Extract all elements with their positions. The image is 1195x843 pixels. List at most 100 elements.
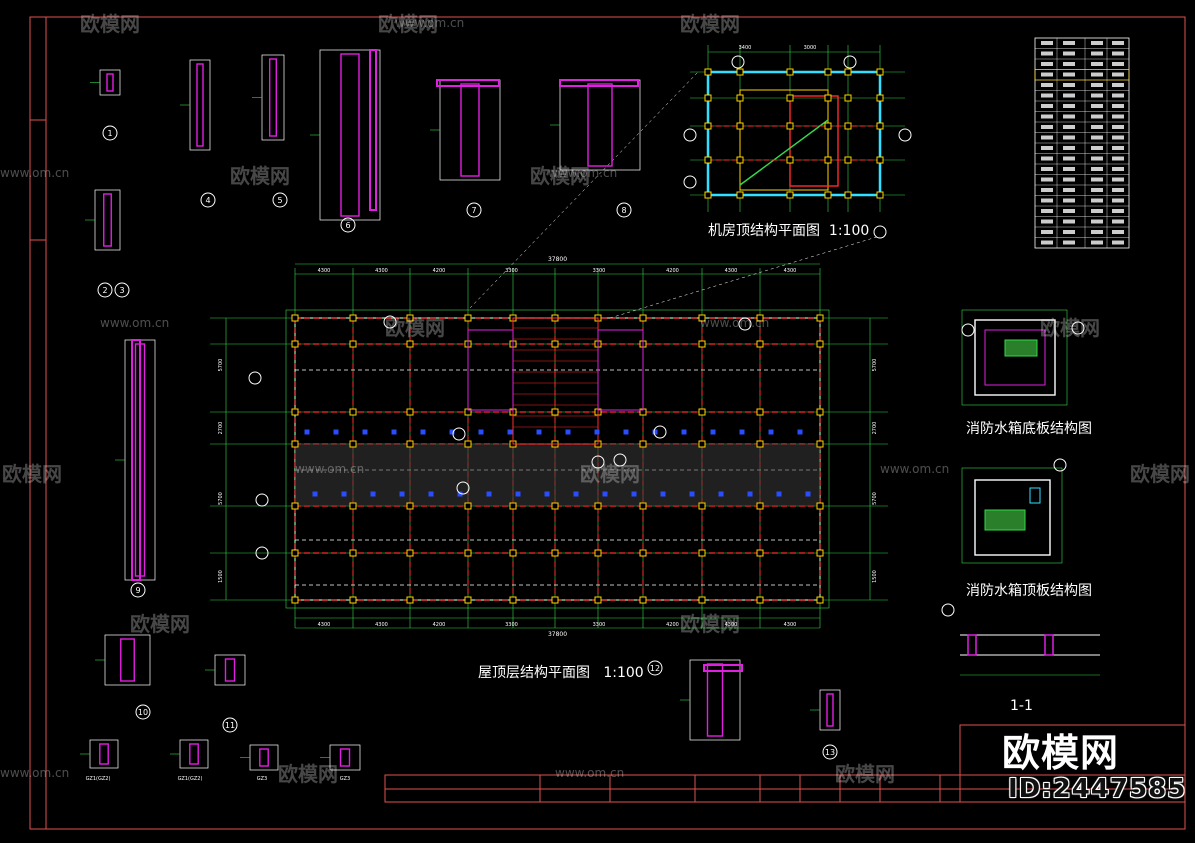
table-cell-mark [1063, 83, 1075, 87]
table-cell-mark [1041, 146, 1053, 150]
blue-marker [681, 429, 687, 435]
axis-bubble [683, 128, 697, 142]
detail-bubble [822, 744, 838, 760]
watermark-logo: 欧模网 [385, 316, 445, 340]
table-cell-mark [1063, 125, 1075, 129]
watermark-url: www.om.cn [0, 766, 70, 780]
watermark-logo: 欧模网 [680, 12, 740, 36]
table-cell-mark [1091, 83, 1103, 87]
column [464, 314, 472, 322]
table-cell-mark [1063, 240, 1075, 245]
table-cell-mark [1041, 62, 1053, 66]
column [464, 440, 472, 448]
column [291, 408, 299, 416]
axis-bubble [248, 371, 262, 385]
column [551, 408, 559, 416]
column [824, 122, 832, 130]
axis-bubble [683, 175, 697, 189]
axis-bubble [591, 455, 605, 469]
dimension-text: 4200 [666, 622, 679, 628]
column [756, 549, 764, 557]
column [736, 191, 744, 199]
dimension-text: 37800 [548, 256, 567, 263]
table-cell-mark [1063, 51, 1075, 56]
detail-section [196, 63, 204, 147]
blue-marker [805, 491, 811, 497]
column [698, 440, 706, 448]
column-label: GZ3 [340, 776, 350, 782]
dimension-text: 4300 [784, 268, 797, 274]
dimension-text: 3400 [739, 45, 752, 51]
dimension-text: 5700 [872, 359, 878, 372]
table-cell-mark [1063, 72, 1075, 77]
column [698, 596, 706, 604]
blue-marker [420, 429, 426, 435]
dimension-text: 1500 [872, 570, 878, 583]
column [844, 156, 852, 164]
watermark-url: www.om.cn [548, 166, 618, 180]
column [756, 314, 764, 322]
column [551, 549, 559, 557]
column [736, 94, 744, 102]
detail-bubble [102, 125, 118, 141]
column [594, 502, 602, 510]
column [736, 156, 744, 164]
table-cell-mark [1063, 177, 1075, 182]
column [406, 549, 414, 557]
tank-inner [984, 329, 1046, 386]
table-cell-mark [1091, 198, 1103, 203]
table-cell-mark [1063, 93, 1075, 98]
table-cell-mark [1041, 156, 1053, 161]
dimension-text: 4300 [375, 622, 388, 628]
drawing-frame [29, 16, 1186, 830]
detail-bubble [647, 660, 663, 676]
blue-marker [544, 491, 550, 497]
column [816, 408, 824, 416]
dimension-text: 4300 [784, 622, 797, 628]
axis-bubble [456, 481, 470, 495]
detail-section [259, 748, 269, 767]
column [816, 596, 824, 604]
table-cell-mark [1091, 177, 1103, 182]
detail-number: 5 [277, 196, 282, 205]
watermark-logo: 欧模网 [530, 164, 590, 188]
detail-section [340, 53, 360, 217]
axis-bubble [941, 603, 955, 617]
detail-beam [703, 664, 743, 672]
watermark-logo: 欧模网 [130, 612, 190, 636]
column [756, 596, 764, 604]
detail-section [269, 58, 278, 137]
blue-marker [507, 429, 513, 435]
detail-bubble [272, 192, 288, 208]
column [824, 156, 832, 164]
fire-tank-plans [941, 309, 1100, 676]
shaft [467, 329, 514, 411]
detail-outline [261, 54, 285, 141]
machine-room-title: 机房顶结构平面图 1:100 [708, 223, 870, 239]
blue-marker [449, 429, 455, 435]
table-cell-mark [1041, 177, 1053, 182]
axis-bubble [452, 427, 466, 441]
column [704, 122, 712, 130]
detail-section [460, 83, 480, 177]
table-cell-mark [1091, 240, 1103, 245]
blue-marker [768, 429, 774, 435]
detail-bubble [97, 282, 113, 298]
detail-section [224, 658, 236, 682]
column [698, 502, 706, 510]
column [291, 440, 299, 448]
watermark-logo: 欧模网 [378, 12, 438, 36]
axis-bubble [961, 323, 975, 337]
table-cell-mark [1112, 135, 1124, 140]
blue-marker [391, 429, 397, 435]
column [876, 68, 884, 76]
detail-wall [369, 49, 377, 211]
table-cell-mark [1041, 240, 1053, 245]
column [756, 408, 764, 416]
table-cell-mark [1041, 114, 1053, 119]
blue-marker [747, 491, 753, 497]
table-cell-mark [1063, 135, 1075, 140]
watermark-logo: 欧模网 [230, 164, 290, 188]
